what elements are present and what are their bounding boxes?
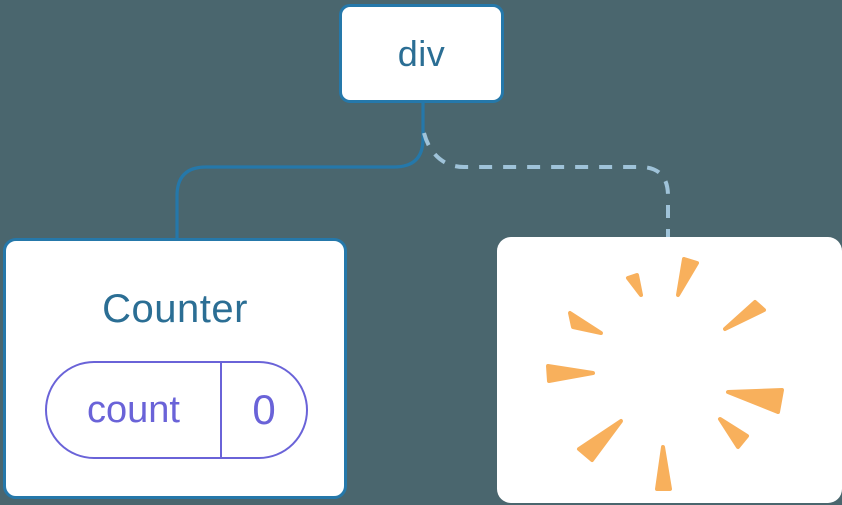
root-node-div: div: [339, 4, 504, 103]
counter-component-card: Counter count 0: [3, 238, 347, 499]
connector-dashed-line: [422, 132, 670, 239]
counter-title: Counter: [102, 287, 248, 331]
removed-component-card: [497, 237, 842, 503]
state-value: 0: [252, 386, 276, 433]
connector-solid-line: [175, 102, 425, 240]
state-pill: count 0: [45, 361, 308, 459]
poof-starburst-icon: [546, 257, 784, 491]
state-key-label: count: [47, 363, 222, 457]
root-node-label: div: [397, 32, 446, 74]
